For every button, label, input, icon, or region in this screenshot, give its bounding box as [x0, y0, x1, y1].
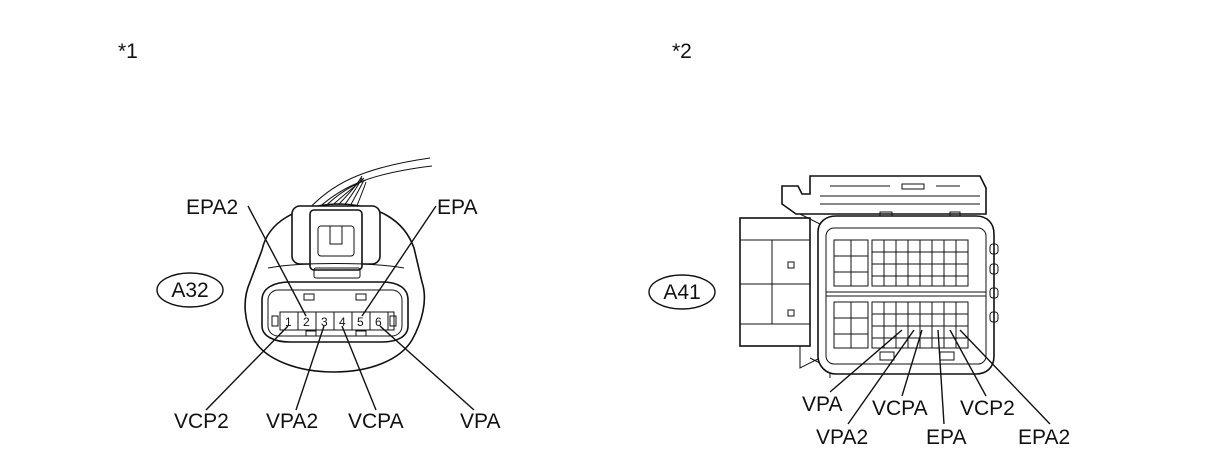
a32-leader-vpa2	[295, 325, 325, 411]
a32-leader-epa	[361, 205, 437, 317]
a41-leader-epa	[937, 329, 945, 425]
a41-label-vcpa: VCPA	[872, 397, 928, 420]
a41-id-label: A41	[663, 281, 700, 304]
a41-leader-vcp2	[949, 329, 987, 397]
a32-label-vpa2: VPA2	[266, 410, 318, 433]
a32-id-label: A32	[171, 279, 208, 302]
a32-label-vcpa: VCPA	[348, 410, 404, 433]
figure-1: *1	[118, 40, 500, 433]
a41-leader-vcpa	[901, 329, 923, 397]
a32-pin-6: 6	[375, 315, 382, 329]
a32-label-epa: EPA	[437, 196, 477, 219]
figure-2-marker: *2	[672, 40, 692, 63]
a41-label-vpa2: VPA2	[816, 426, 868, 449]
a32-label-epa2: EPA2	[186, 196, 238, 219]
a41-label-vcp2: VCP2	[960, 397, 1015, 420]
a41-label-epa2: EPA2	[1018, 426, 1070, 449]
a32-id-badge: A32	[156, 272, 224, 308]
a32-pin-4: 4	[339, 315, 346, 329]
a41-leader-epa2	[959, 329, 1051, 425]
a41-leader-vpa	[829, 329, 903, 393]
a32-label-vpa: VPA	[460, 410, 500, 433]
a41-id-badge: A41	[648, 274, 716, 310]
a41-leader-vpa2	[847, 329, 915, 425]
a32-leader-vpa	[379, 325, 475, 411]
a32-leader-vcpa	[341, 325, 377, 411]
a32-pin-3: 3	[321, 315, 328, 329]
a32-label-vcp2: VCP2	[174, 410, 229, 433]
a32-pin-1: 1	[285, 315, 292, 329]
figure-2: *2	[648, 40, 1070, 449]
a32-pin-5: 5	[357, 315, 364, 329]
a41-label-epa: EPA	[926, 426, 966, 449]
a41-label-vpa: VPA	[802, 393, 842, 416]
a41-connector-body	[739, 175, 999, 378]
a32-connector-body: 1 2 3 4 5 6	[244, 203, 426, 373]
a32-leader-vcp2	[205, 325, 289, 411]
a32-pin-2: 2	[303, 315, 310, 329]
a32-leader-epa2	[247, 205, 307, 317]
figure-1-marker: *1	[118, 40, 138, 63]
